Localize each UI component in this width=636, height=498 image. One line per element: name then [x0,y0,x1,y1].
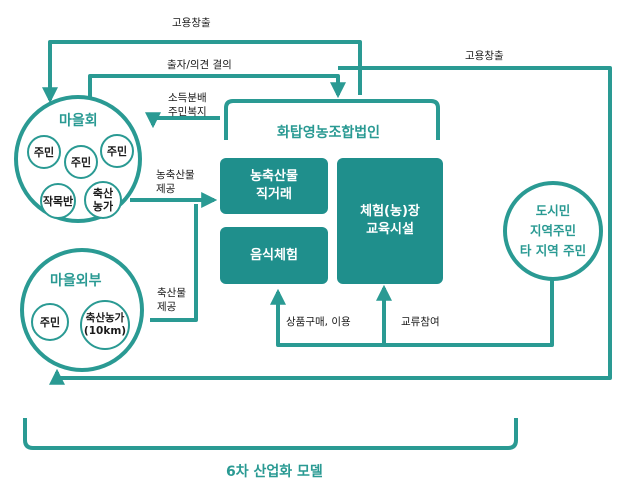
investment-label: 출자/의견 결의 [167,59,232,71]
purchase-use-line [270,280,554,347]
city-residents-circle [503,181,603,281]
job-creation-right-label: 고용창출 [465,50,504,62]
outside-resident: 주민 [31,303,69,341]
village-resident-1: 주민 [27,135,61,169]
outside-livestock-farm: 축산농가 (10km) [80,300,130,350]
corporation-bracket [224,99,440,140]
job-creation-right-line [49,66,612,385]
exchange-participation-label: 교류참여 [401,316,440,328]
produce-supply-label: 농축산물 제공 [156,169,195,195]
city-residents-label: 도시민 지역주민 타 지역 주민 [519,203,587,258]
village-title: 마을회 [59,113,98,129]
purchase-use-label: 상품구매, 이용 [286,316,351,328]
livestock-supply-line [150,204,198,322]
food-experience-box: 음식체험 [220,227,328,284]
footer-bracket [23,418,518,450]
income-welfare-line [145,112,220,129]
livestock-supply-label: 축산물 제공 [157,287,186,313]
investment-line [88,74,346,118]
direct-sales-box: 농축산물 직거래 [220,158,328,214]
outside-title: 마을외부 [50,273,102,289]
village-resident-2: 주민 [64,145,98,179]
village-resident-3: 주민 [100,134,134,168]
job-creation-label: 고용창출 [172,17,211,29]
income-welfare-label: 소득분배 주민복지 [168,92,207,118]
village-farmer-group: 작목반 [40,183,76,219]
corporation-title: 화탑영농조합법인 [277,125,381,141]
experience-facility-box: 체험(농)장 교육시설 [337,158,443,284]
footer-title: 6차 산업화 모델 [226,464,323,480]
village-livestock-farm: 축산 농가 [84,181,122,219]
